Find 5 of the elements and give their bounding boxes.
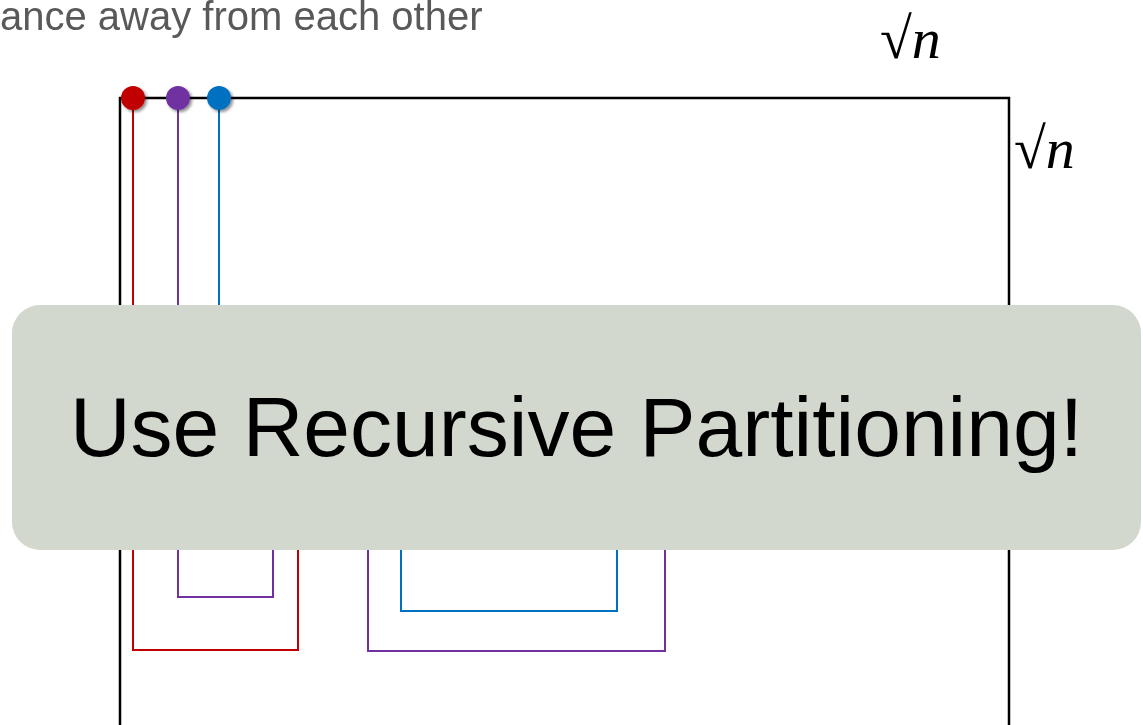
banner-box: [12, 305, 1141, 550]
banner-text: Use Recursive Partitioning!: [69, 379, 1084, 476]
heading-text: ance away from each other: [0, 0, 483, 39]
dimension-label: √n: [1014, 115, 1075, 182]
dimension-label: √n: [880, 5, 941, 72]
